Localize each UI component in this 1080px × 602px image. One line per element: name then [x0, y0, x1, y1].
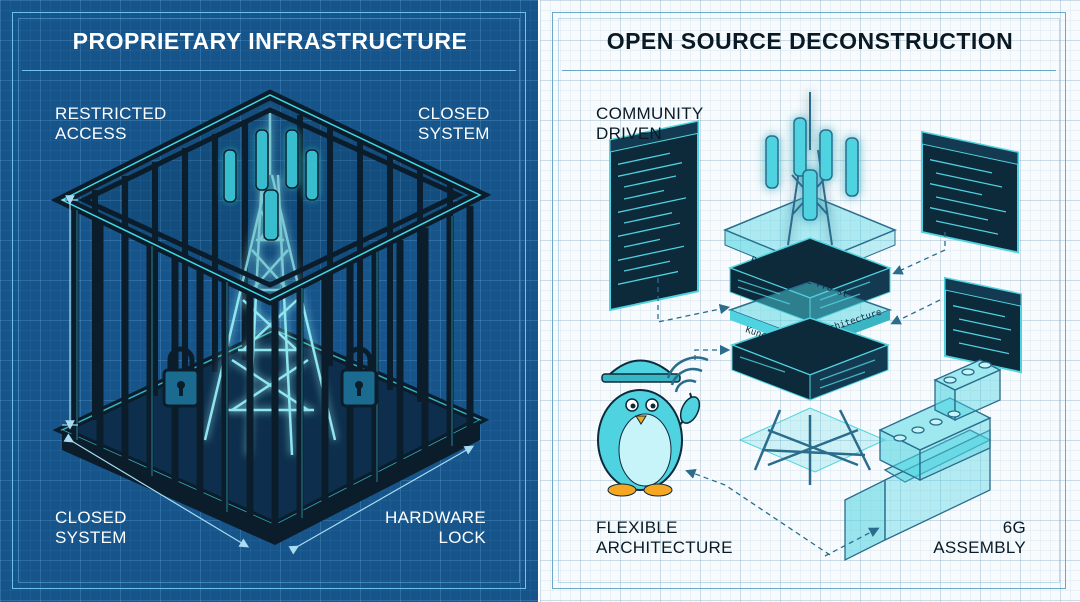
- padlock-icon: [162, 346, 200, 408]
- blueprint-frame: [552, 12, 1066, 589]
- caged-tower-illustration: [50, 89, 492, 555]
- protocol-stack: [723, 194, 897, 401]
- padlock-icon: [340, 346, 378, 408]
- cage-roof: [50, 89, 492, 306]
- blueprint-frame: [12, 12, 526, 589]
- code-window-icon: [944, 276, 1022, 374]
- wifi-icon: [666, 356, 709, 393]
- code-window-icon: [609, 120, 699, 312]
- tower-legs: [753, 409, 872, 485]
- blueprint-inner-frame: [558, 18, 1060, 583]
- open-source-panel: OPEN SOURCE DECONSTRUCTION: [540, 0, 1080, 602]
- blueprint-inner-frame: [18, 18, 520, 583]
- proprietary-panel: PROPRIETARY INFRASTRUCTURE: [0, 0, 540, 602]
- cell-tower-icon: [765, 92, 859, 246]
- title-divider: [562, 70, 1056, 71]
- building-blocks-icon: [844, 359, 1002, 562]
- panel-title: PROPRIETARY INFRASTRUCTURE: [72, 28, 468, 54]
- open-tower-illustration: Protect Dire Pro st Kunctine Architect o…: [597, 92, 1022, 562]
- title-divider: [22, 70, 516, 71]
- panel-title: OPEN SOURCE DECONSTRUCTION: [606, 28, 1014, 54]
- connector-lines: [657, 232, 946, 557]
- penguin-mascot-icon: [597, 359, 701, 497]
- code-window-icon: [921, 130, 1019, 254]
